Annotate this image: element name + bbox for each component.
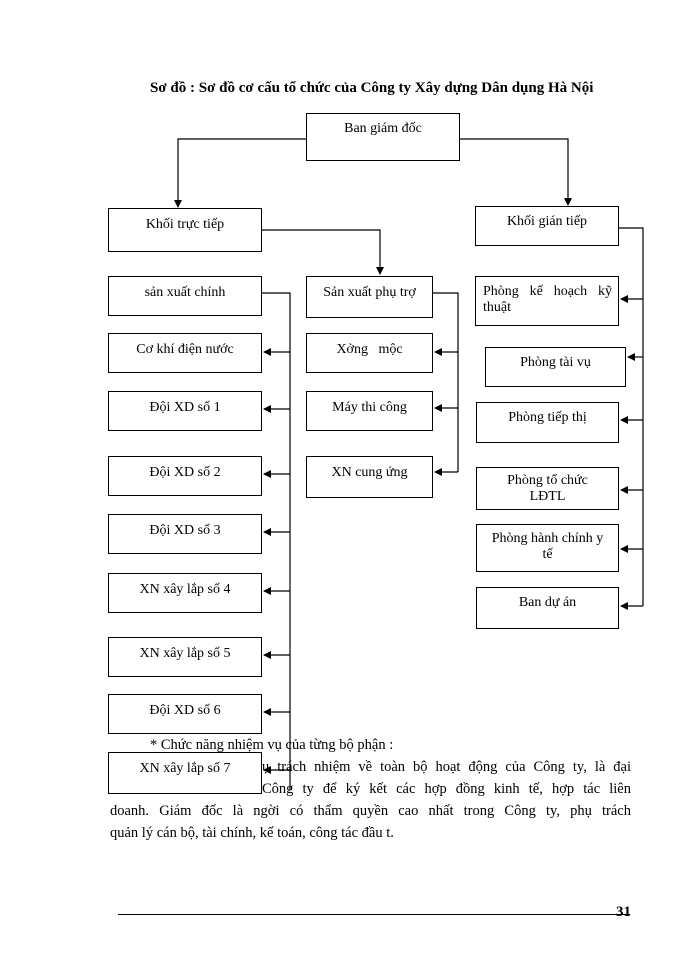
indirect-unit-box: Phòng tổ chức LĐTL [476,467,619,510]
aux-unit-box: Máy thi công [306,391,433,431]
main-unit-box: Đội XD số 3 [108,514,262,554]
indirect-unit-box: Ban dự án [476,587,619,629]
aux-unit-box: Xởng mộc [306,333,433,373]
aux-production-box: Sản xuất phụ trợ [306,276,433,318]
diagram-title: Sơ đồ : Sơ đồ cơ cấu tổ chức của Công ty… [150,80,594,96]
main-unit-box: XN xây lắp số 7 [108,752,262,794]
main-unit-box: XN xây lắp số 4 [108,573,262,613]
page-number: 31 [616,904,631,920]
board-of-directors-box: Ban giám đốc [306,113,460,161]
main-unit-box: Đội XD số 2 [108,456,262,496]
indirect-unit-box: Phòng tài vụ [485,347,626,387]
text-line: Công ty để ký kết các hợp đồng kinh tế, … [262,781,631,797]
aux-unit-box: XN cung ứng [306,456,433,498]
text-line: doanh. Giám đốc là ngời có thẩm quyền ca… [110,803,631,819]
footer-rule [118,914,630,915]
main-production-box: sản xuất chính [108,276,262,316]
functions-heading: * Chức năng nhiệm vụ của từng bộ phận : [150,737,394,753]
text-line: quản lý cán bộ, tài chính, kế toán, công… [110,825,394,841]
indirect-unit-box: Phòng kế hoạch kỹ thuật [475,276,619,326]
main-unit-box: Đội XD số 1 [108,391,262,431]
indirect-unit-box: Phòng tiếp thị [476,402,619,443]
indirect-unit-box: Phòng hành chính y tế [476,524,619,572]
indirect-block-box: Khối gián tiếp [475,206,619,246]
main-unit-box: Đội XD số 6 [108,694,262,734]
main-unit-box: XN xây lắp số 5 [108,637,262,677]
direct-block-box: Khối trực tiếp [108,208,262,252]
main-unit-box: Cơ khí điện nước [108,333,262,373]
text-line: ụ trách nhiệm về toàn bộ hoạt động của C… [262,759,631,775]
